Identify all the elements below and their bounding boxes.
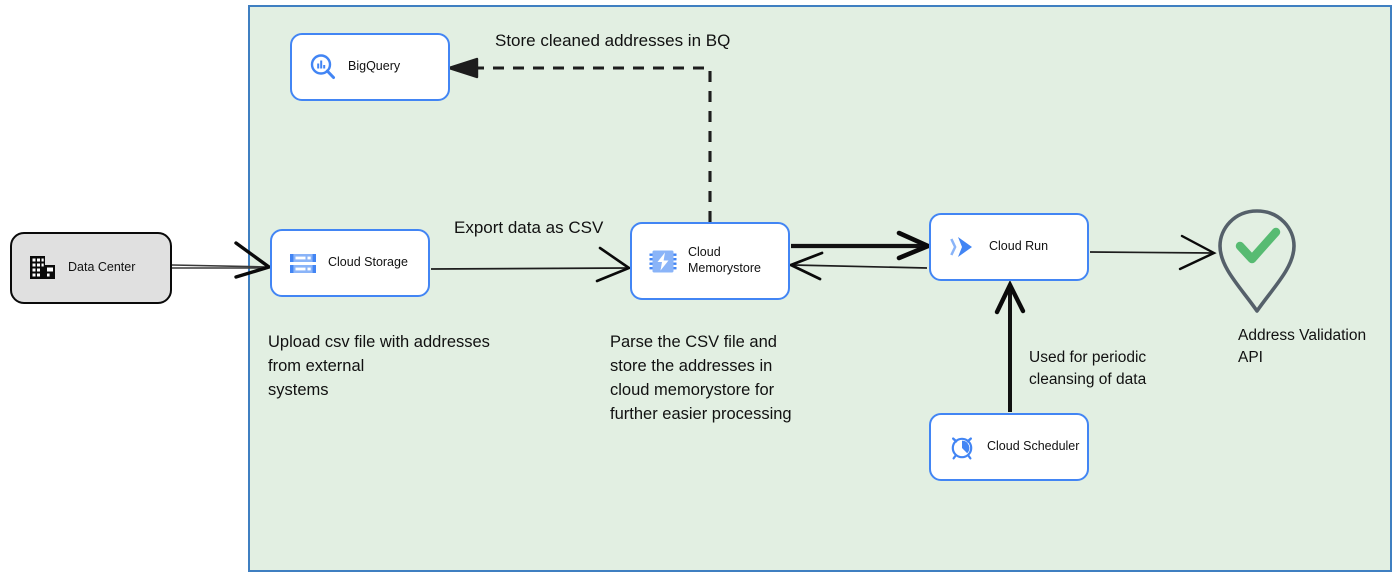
edge-memorystore-to-cloudrun bbox=[791, 230, 934, 261]
edge-cloudrun-to-bigquery bbox=[447, 57, 712, 222]
data-center-icon bbox=[28, 253, 58, 283]
node-label-cloud-run: Cloud Run bbox=[989, 239, 1049, 254]
cloud-memorystore-icon bbox=[648, 246, 678, 276]
node-cloud-memorystore[interactable]: Cloud Memorystore bbox=[630, 222, 790, 300]
node-label-cloud-memorystore: Cloud Memorystore bbox=[688, 245, 761, 275]
cloud-storage-icon bbox=[288, 248, 318, 278]
label-address-validation-api: Address Validation API bbox=[1238, 327, 1367, 367]
node-cloud-run[interactable]: Cloud Run bbox=[929, 213, 1089, 281]
edge-label-export-data-as-csv: Export data as CSV bbox=[454, 218, 604, 237]
bigquery-icon bbox=[308, 52, 338, 82]
edge-datacenter-to-storage bbox=[171, 241, 273, 279]
map-pin-check-icon bbox=[1218, 209, 1296, 313]
cloud-run-icon bbox=[947, 232, 979, 262]
caption-upload-csv: Upload csv file with addresses from exte… bbox=[268, 333, 490, 399]
edge-label-store-cleaned-addresses: Store cleaned addresses in BQ bbox=[495, 31, 731, 50]
node-bigquery[interactable]: BigQuery bbox=[290, 33, 450, 101]
node-cloud-scheduler[interactable]: Cloud Scheduler bbox=[929, 413, 1089, 481]
caption-periodic-cleansing: Used for periodic cleansing of data bbox=[1029, 349, 1147, 389]
edge-storage-to-memorystore bbox=[430, 246, 632, 283]
node-data-center[interactable]: Data Center bbox=[10, 232, 172, 304]
node-label-bigquery: BigQuery bbox=[348, 59, 401, 74]
edge-cloudrun-to-address-validation-api bbox=[1089, 234, 1217, 271]
edge-cloudrun-to-memorystore bbox=[787, 251, 928, 281]
caption-parse-csv: Parse the CSV file and store the address… bbox=[610, 333, 792, 423]
node-label-cloud-scheduler: Cloud Scheduler bbox=[987, 439, 1080, 454]
node-label-cloud-storage: Cloud Storage bbox=[328, 255, 408, 270]
cloud-scheduler-icon bbox=[947, 432, 977, 462]
node-label-data-center: Data Center bbox=[68, 260, 136, 275]
edge-scheduler-to-cloudrun bbox=[994, 280, 1026, 412]
node-cloud-storage[interactable]: Cloud Storage bbox=[270, 229, 430, 297]
